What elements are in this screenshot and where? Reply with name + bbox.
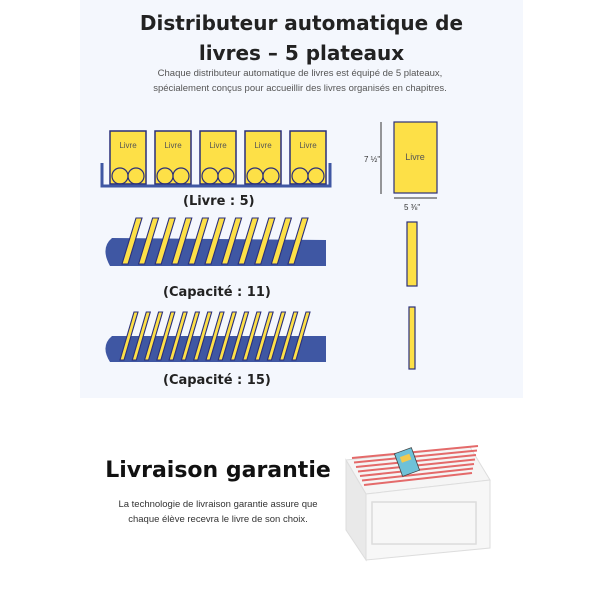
slanted-book-10 [270, 217, 293, 265]
divider-6 [361, 467, 474, 482]
slanted-book-15 [291, 311, 311, 361]
cup-4b [262, 167, 280, 185]
slanted-book-3 [143, 311, 164, 361]
slanted-book-5 [187, 217, 210, 265]
slanted-book-11 [242, 311, 262, 361]
book-label-2: Livre [164, 141, 182, 150]
slanted-book-3 [154, 217, 176, 265]
slanted-book-1 [119, 311, 139, 361]
slanted-book-14 [278, 311, 299, 361]
cup-5b [307, 167, 325, 185]
slanted-book-8 [237, 217, 259, 265]
caption-capacity-15: (Capacité : 15) [163, 373, 271, 388]
slanted-book-2 [131, 311, 152, 361]
cup-3b [217, 167, 235, 185]
slanted-book-12 [254, 311, 274, 361]
dimension-width: 5 ⅜" [404, 203, 420, 212]
slanted-book-6 [180, 311, 201, 361]
slanted-book-9 [217, 311, 238, 361]
dimension-book-label: Livre [405, 152, 425, 162]
slanted-book-4 [156, 311, 176, 361]
divider-2 [353, 449, 478, 464]
dimension-book [393, 121, 438, 194]
slanted-book-7 [192, 311, 213, 361]
slanted-books-15 [119, 311, 311, 361]
slanted-books-11 [121, 217, 309, 265]
slanted-book-10 [229, 311, 250, 361]
promo-description: La technologie de livraison garantie ass… [118, 499, 318, 525]
divider-7 [363, 472, 473, 486]
slanted-book-5 [168, 311, 188, 361]
slanted-book-4 [171, 217, 193, 265]
slanted-book-8 [205, 311, 225, 361]
book-label-3: Livre [209, 141, 227, 150]
slanted-book-2 [137, 217, 160, 265]
dimension-height: 7 ½" [364, 155, 380, 164]
book-label-1: Livre [119, 141, 137, 150]
dispenser-box-illustration [345, 445, 491, 562]
title-line-2: livres – 5 plateaux [198, 41, 405, 65]
book-1 [109, 130, 147, 185]
caption-books-5: (Livre : 5) [183, 194, 255, 209]
slanted-book-11 [287, 217, 309, 265]
cup-2b [172, 167, 190, 185]
title-line-1: Distributeur automatique de [139, 11, 464, 35]
book-label-5: Livre [299, 141, 317, 150]
slanted-book-9 [254, 217, 276, 265]
divider-1 [351, 445, 479, 459]
thin-book-side-1 [406, 221, 418, 287]
book-cups [111, 167, 325, 185]
slanted-book-1 [121, 217, 143, 265]
caption-capacity-11: (Capacité : 11) [163, 285, 271, 300]
thin-book-side-2 [408, 306, 416, 370]
book-label-4: Livre [254, 141, 272, 150]
tray-base-1 [100, 163, 332, 188]
page-title: Distributeur automatique de livres – 5 p… [80, 8, 523, 68]
slanted-book-6 [204, 217, 226, 265]
promo-title: Livraison garantie [105, 458, 331, 483]
cup-1b [127, 167, 145, 185]
page-subtitle: Chaque distributeur automatique de livre… [153, 68, 447, 94]
slanted-book-13 [266, 311, 287, 361]
slanted-book-7 [220, 217, 243, 265]
